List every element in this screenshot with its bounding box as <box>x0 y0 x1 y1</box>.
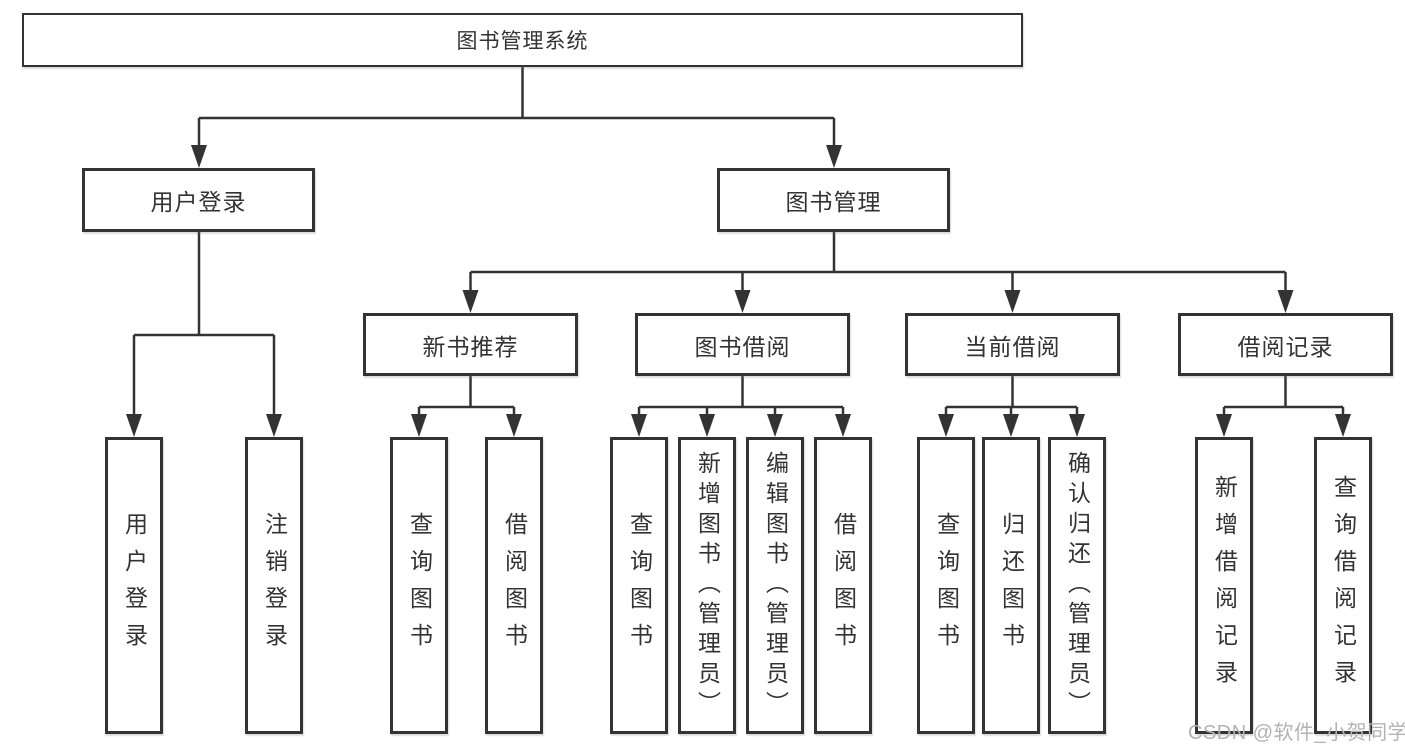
node-book-borrowing: 图书借阅 <box>635 313 850 376</box>
leaf-label: 查询图书 <box>626 511 653 660</box>
node-label: 图书借阅 <box>694 333 791 360</box>
node-current-borrowing: 当前借阅 <box>905 313 1120 376</box>
leaf-label: 查询图书 <box>933 511 960 660</box>
leaf-add-borrow-record: 新增借阅记录 <box>1195 437 1253 734</box>
leaf-label: 编辑图书（管理员） <box>762 450 789 721</box>
leaf-logout: 注销登录 <box>245 437 303 734</box>
node-label: 用户登录 <box>150 189 247 215</box>
leaf-label: 确认归还（管理员） <box>1064 450 1091 721</box>
leaf-edit-books-admin: 编辑图书（管理员） <box>746 437 804 734</box>
leaf-label: 借阅图书 <box>501 511 528 660</box>
leaf-label: 新增图书（管理员） <box>694 450 721 721</box>
leaf-query-books-current: 查询图书 <box>917 437 975 734</box>
leaf-label: 用户登录 <box>121 511 148 660</box>
node-borrowing-records: 借阅记录 <box>1178 313 1393 376</box>
leaf-query-books-recommend: 查询图书 <box>390 437 448 734</box>
node-label: 借阅记录 <box>1237 333 1334 360</box>
leaf-user-login: 用户登录 <box>105 437 163 734</box>
leaf-label: 归还图书 <box>998 511 1025 660</box>
node-root-library-system: 图书管理系统 <box>22 13 1023 67</box>
node-new-book-recommendation: 新书推荐 <box>363 313 578 376</box>
leaf-query-books-borrowing: 查询图书 <box>610 437 668 734</box>
leaf-label: 查询图书 <box>406 511 433 660</box>
node-user-login: 用户登录 <box>82 168 315 232</box>
leaf-label: 新增借阅记录 <box>1211 474 1238 697</box>
leaf-label: 借阅图书 <box>830 511 857 660</box>
node-label: 图书管理系统 <box>456 30 589 53</box>
node-book-management: 图书管理 <box>717 168 950 232</box>
leaf-borrow-books: 借阅图书 <box>814 437 872 734</box>
leaf-confirm-return-admin: 确认归还（管理员） <box>1048 437 1106 734</box>
leaf-return-books: 归还图书 <box>982 437 1040 734</box>
leaf-label: 注销登录 <box>261 511 288 660</box>
node-label: 当前借阅 <box>964 333 1061 360</box>
arrowhead-icons <box>126 145 1351 437</box>
leaf-query-borrow-record: 查询借阅记录 <box>1314 437 1372 734</box>
csdn-watermark: CSDN @软件_小贺同学 <box>1188 722 1405 744</box>
leaf-add-books-admin: 新增图书（管理员） <box>678 437 736 734</box>
node-label: 图书管理 <box>785 189 882 215</box>
leaf-borrow-books-recommend: 借阅图书 <box>485 437 543 734</box>
leaf-label: 查询借阅记录 <box>1330 474 1357 697</box>
node-label: 新书推荐 <box>422 333 519 360</box>
